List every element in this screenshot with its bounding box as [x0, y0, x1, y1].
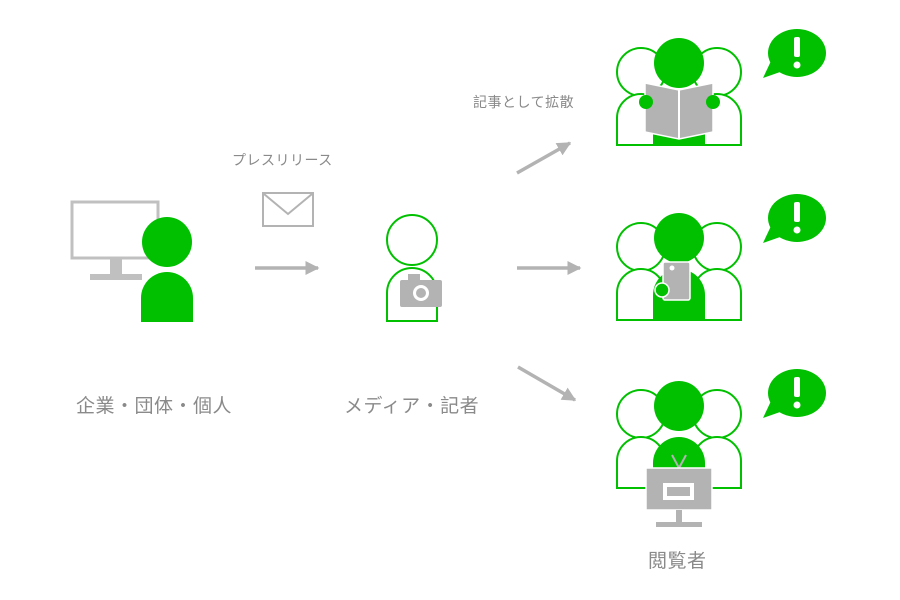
arrow-to-tv-viewers	[517, 365, 577, 402]
media-label: メディア・記者	[344, 395, 480, 417]
sender-label: 企業・団体・個人	[76, 395, 233, 417]
smartphone-icon	[654, 261, 691, 301]
sender-person-icon	[141, 217, 193, 322]
television-icon	[645, 454, 713, 527]
exclamation-bubble-icon	[763, 194, 826, 243]
monitor-icon	[70, 200, 160, 280]
camera-icon	[400, 274, 442, 307]
press-release-label: プレスリリース	[232, 153, 333, 169]
viewers-label: 閲覧者	[648, 550, 707, 572]
arrow-to-readers	[516, 141, 572, 175]
envelope-icon	[262, 192, 314, 227]
spread-as-article-label: 記事として拡散	[473, 95, 575, 111]
viewer-group-smartphone	[616, 213, 742, 321]
exclamation-bubble-icon	[763, 369, 826, 418]
newspaper-icon	[639, 82, 720, 140]
exclamation-bubble-icon	[763, 29, 826, 78]
